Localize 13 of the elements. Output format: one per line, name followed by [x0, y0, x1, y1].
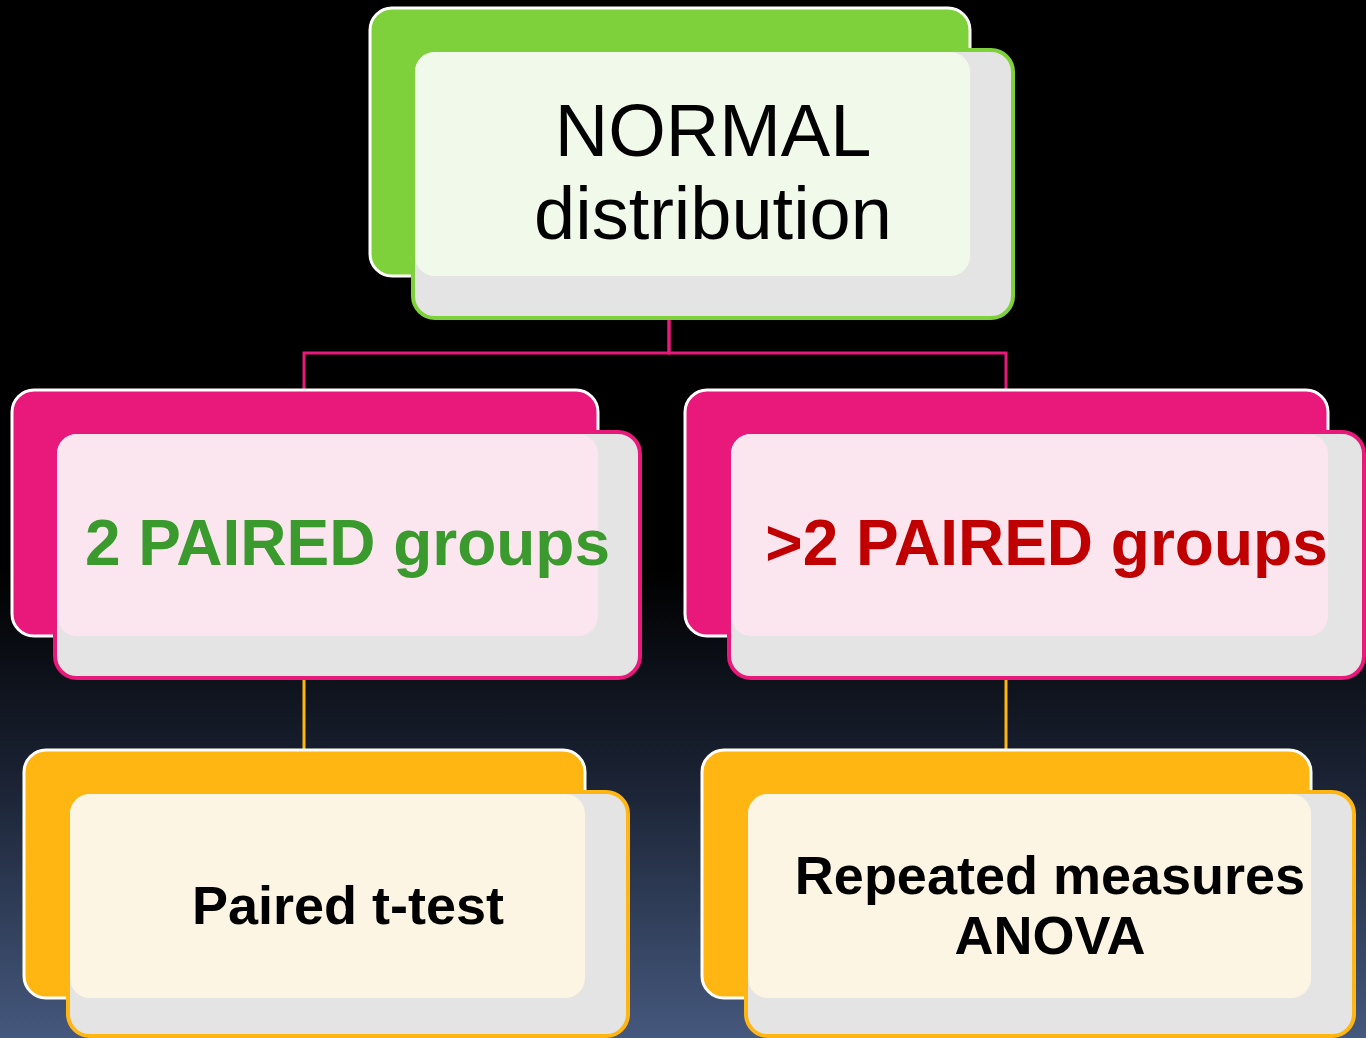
- box-label: NORMAL distribution: [533, 90, 893, 256]
- process-box: [12, 390, 640, 678]
- box-label: Repeated measures ANOVA: [793, 844, 1307, 966]
- process-box: [24, 750, 628, 1036]
- connector-line: [1004, 678, 1008, 750]
- process-box: [370, 8, 1013, 318]
- process-box: [702, 750, 1354, 1036]
- box-label: 2 PAIRED groups: [83, 508, 612, 580]
- box-label: Paired t-test: [190, 874, 506, 936]
- connector-line: [302, 678, 306, 750]
- process-box: [685, 390, 1364, 678]
- box-label: >2 PAIRED groups: [764, 508, 1329, 580]
- connector-line: [667, 318, 1008, 390]
